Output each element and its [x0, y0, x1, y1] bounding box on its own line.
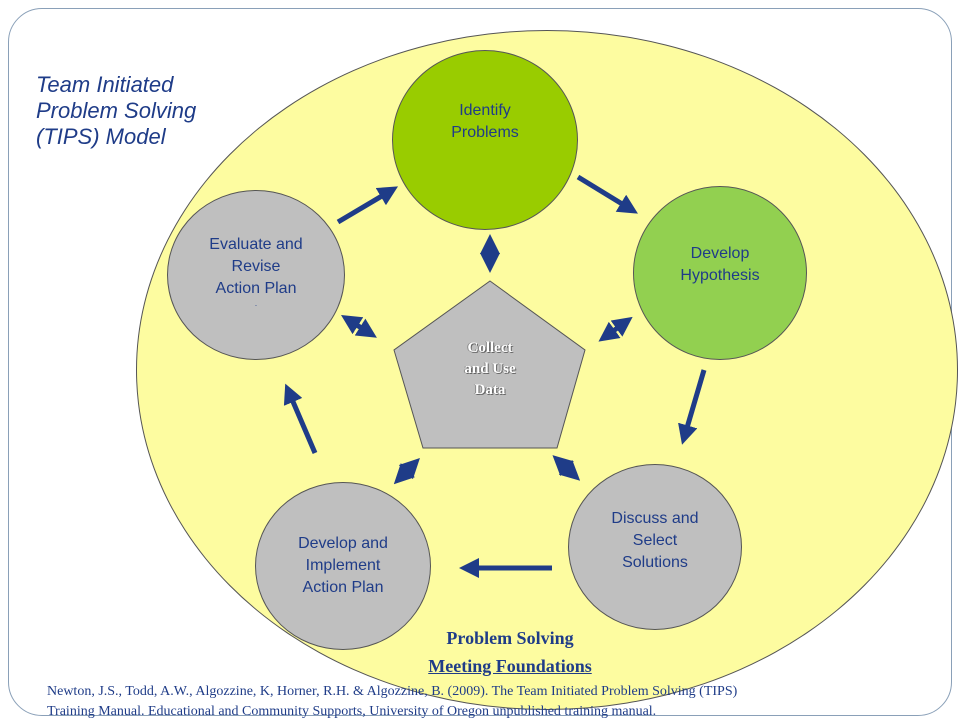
data-link-arrow-hypothesis [598, 316, 633, 342]
step-identify-problems: Identify Problems [392, 50, 578, 230]
title-line: (TIPS) Model [36, 124, 166, 149]
step-label: Discuss and Select Solutions [611, 510, 699, 571]
cycle-arrow-evaluate-to-identify [336, 186, 399, 225]
step-discuss-solutions: Discuss and Select Solutions [568, 464, 742, 630]
citation-line-1: Newton, J.S., Todd, A.W., Algozzine, K, … [47, 684, 738, 699]
citation: Newton, J.S., Todd, A.W., Algozzine, K, … [47, 682, 907, 722]
collect-data-pentagon [393, 280, 586, 449]
diagram-title: Team Initiated Problem Solving (TIPS) Mo… [36, 72, 236, 150]
data-link-arrow-implement [393, 458, 420, 485]
step-evaluate-revise: Evaluate and Revise Action Plan . [167, 190, 345, 360]
data-link-arrow-evaluate [341, 315, 377, 338]
step-label-text: Evaluate and Revise Action Plan [209, 236, 303, 297]
step-label-mark: . [254, 299, 258, 308]
step-label: Develop and Implement Action Plan [298, 535, 388, 596]
center-line: Collect [467, 340, 513, 356]
step-label: Develop Hypothesis [680, 245, 760, 284]
step-label: Identify Problems [451, 102, 519, 141]
step-label: Evaluate and Revise Action Plan . [199, 212, 312, 330]
title-line: Problem Solving [36, 98, 197, 123]
foundation-label: Problem Solving Meeting Foundations [360, 624, 660, 680]
collect-data-label: Collect and Use Data [430, 338, 550, 401]
title-line: Team Initiated [36, 72, 174, 97]
step-develop-hypothesis: Develop Hypothesis [633, 186, 807, 360]
cycle-arrow-hypothesis-to-discuss [678, 369, 707, 445]
center-line: and Use [464, 361, 516, 377]
cycle-arrow-implement-to-evaluate [283, 383, 318, 454]
data-link-arrow-discuss [552, 455, 581, 481]
foundation-line-1: Problem Solving [446, 628, 574, 648]
center-line: Data [474, 382, 506, 398]
citation-line-2: Training Manual. Educational and Communi… [47, 704, 657, 719]
foundation-line-2: Meeting Foundations [428, 656, 592, 676]
cycle-arrow-identify-to-hypothesis [576, 174, 638, 214]
step-implement-plan: Develop and Implement Action Plan [255, 482, 431, 650]
